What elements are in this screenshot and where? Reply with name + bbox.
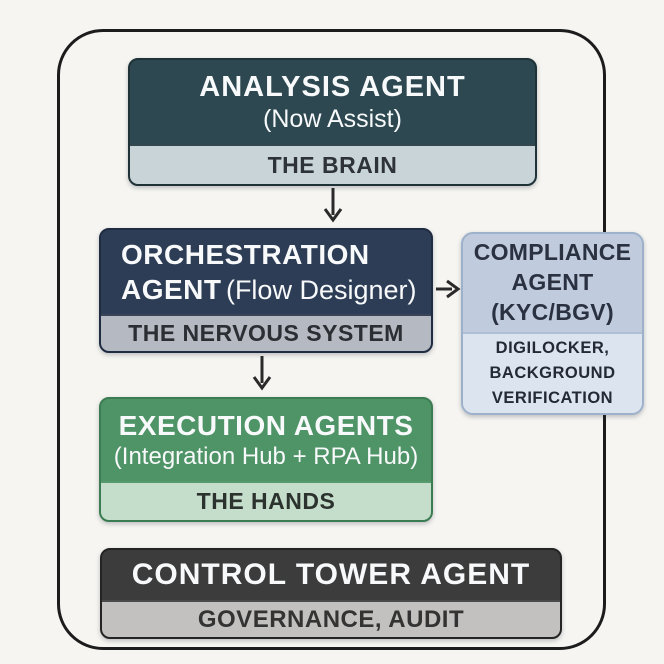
compliance-agent-box: COMPLIANCE AGENT (KYC/BGV) DIGILOCKER, B… <box>461 232 644 415</box>
control-tower-agent-title: CONTROL TOWER AGENT <box>131 558 531 592</box>
compliance-agent-tag: DIGILOCKER, BACKGROUND VERIFICATION <box>463 332 642 413</box>
execution-agents-title: EXECUTION AGENTS <box>118 409 414 441</box>
orchestration-agent-tag: THE NERVOUS SYSTEM <box>101 314 431 351</box>
control-tower-agent-box: CONTROL TOWER AGENT GOVERNANCE, AUDIT <box>100 548 562 639</box>
control-tower-agent-tag: GOVERNANCE, AUDIT <box>102 600 560 637</box>
analysis-agent-subtitle: (Now Assist) <box>263 104 402 133</box>
analysis-agent-box: ANALYSIS AGENT (Now Assist) THE BRAIN <box>128 58 537 186</box>
execution-agents-box: EXECUTION AGENTS (Integration Hub + RPA … <box>99 397 433 522</box>
execution-agents-subtitle: (Integration Hub + RPA Hub) <box>113 442 419 470</box>
execution-agents-title-zone: EXECUTION AGENTS (Integration Hub + RPA … <box>101 399 431 481</box>
orchestration-agent-title-zone: ORCHESTRATION AGENT (Flow Designer) <box>101 230 431 314</box>
compliance-agent-title: COMPLIANCE AGENT <box>473 239 632 296</box>
execution-agents-tag: THE HANDS <box>101 481 431 520</box>
analysis-agent-tag: THE BRAIN <box>130 144 535 184</box>
control-tower-agent-title-zone: CONTROL TOWER AGENT <box>102 550 560 600</box>
orchestration-agent-title-paren: (Flow Designer) <box>225 274 417 305</box>
analysis-agent-title: ANALYSIS AGENT <box>199 70 466 103</box>
compliance-agent-title-zone: COMPLIANCE AGENT (KYC/BGV) <box>463 234 642 332</box>
orchestration-agent-title: ORCHESTRATION AGENT (Flow Designer) <box>121 237 417 308</box>
compliance-agent-subtitle: (KYC/BGV) <box>491 298 614 325</box>
orchestration-agent-box: ORCHESTRATION AGENT (Flow Designer) THE … <box>99 228 433 353</box>
orchestration-agent-title-bold: ORCHESTRATION AGENT <box>121 238 370 305</box>
analysis-agent-title-zone: ANALYSIS AGENT (Now Assist) <box>130 60 535 144</box>
